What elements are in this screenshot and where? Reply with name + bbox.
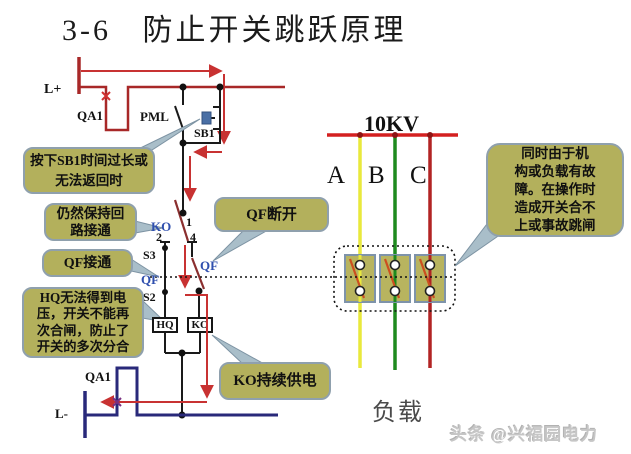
hq-coil-box: HQ	[152, 317, 178, 333]
ko-coil-box: KO	[187, 317, 213, 333]
sb1-plunger	[201, 111, 212, 125]
label-sb1: SB1	[194, 126, 215, 140]
qf-right-blade	[190, 257, 206, 290]
callout-ko-supply: KO持续供电	[219, 362, 331, 400]
label-qa1-bottom: QA1	[85, 369, 111, 384]
label-terminal-1: 1	[186, 215, 192, 229]
callout-keep-circuit: 仍然保持回 路接通	[44, 203, 137, 241]
callout-fault: 同时由于机 构或负载有故 障。在操作时 造成开关合不 上或事故跳闸	[486, 143, 624, 237]
ko-contact-blade	[173, 199, 190, 242]
page-title: 3-6 防止开关跳跃原理	[62, 14, 407, 47]
mechanical-linkage	[150, 245, 456, 312]
label-s2: S2	[143, 290, 156, 304]
control-circuit-wires	[160, 87, 221, 414]
callout-hq-blocked: HQ无法得到电 压，开关不能再 次合闸，防止了 开关的多次分合	[22, 287, 144, 358]
callout-sb1-pressed: 按下SB1时间过长或 无法返回时	[23, 147, 155, 194]
label-l-plus: L+	[44, 82, 62, 97]
label-phase-c: C	[410, 162, 427, 189]
pole-terminals	[354, 259, 436, 297]
label-terminal-2: 2	[156, 230, 162, 244]
pml-contact-blade	[174, 105, 184, 130]
sb1-button-contact	[211, 106, 221, 130]
label-l-minus: L-	[55, 406, 68, 421]
label-phase-b: B	[368, 162, 385, 189]
label-10kv-bus: 10KV	[364, 111, 419, 136]
label-s3: S3	[143, 248, 156, 262]
label-qf-left: QF	[141, 272, 160, 287]
junction-dots	[162, 83, 224, 419]
label-phase-a: A	[327, 162, 346, 189]
watermark: 头条 @兴福园电力	[450, 425, 599, 444]
label-terminal-4: 4	[190, 230, 196, 244]
callout-qf-on: QF接通	[42, 249, 133, 277]
contact-blades	[173, 199, 206, 290]
flow-arrows	[81, 64, 231, 289]
callout-tails	[127, 118, 505, 366]
label-load: 负载	[372, 400, 424, 426]
label-pml: PML	[140, 109, 169, 124]
label-qa1-top: QA1	[77, 108, 103, 123]
callout-qf-open: QF断开	[214, 197, 329, 232]
power-section	[327, 132, 458, 370]
label-ko-contact: KO	[151, 219, 172, 234]
l-plus-rail	[77, 57, 285, 132]
label-qf-right: QF	[200, 258, 219, 273]
l-minus-rail	[83, 366, 278, 438]
